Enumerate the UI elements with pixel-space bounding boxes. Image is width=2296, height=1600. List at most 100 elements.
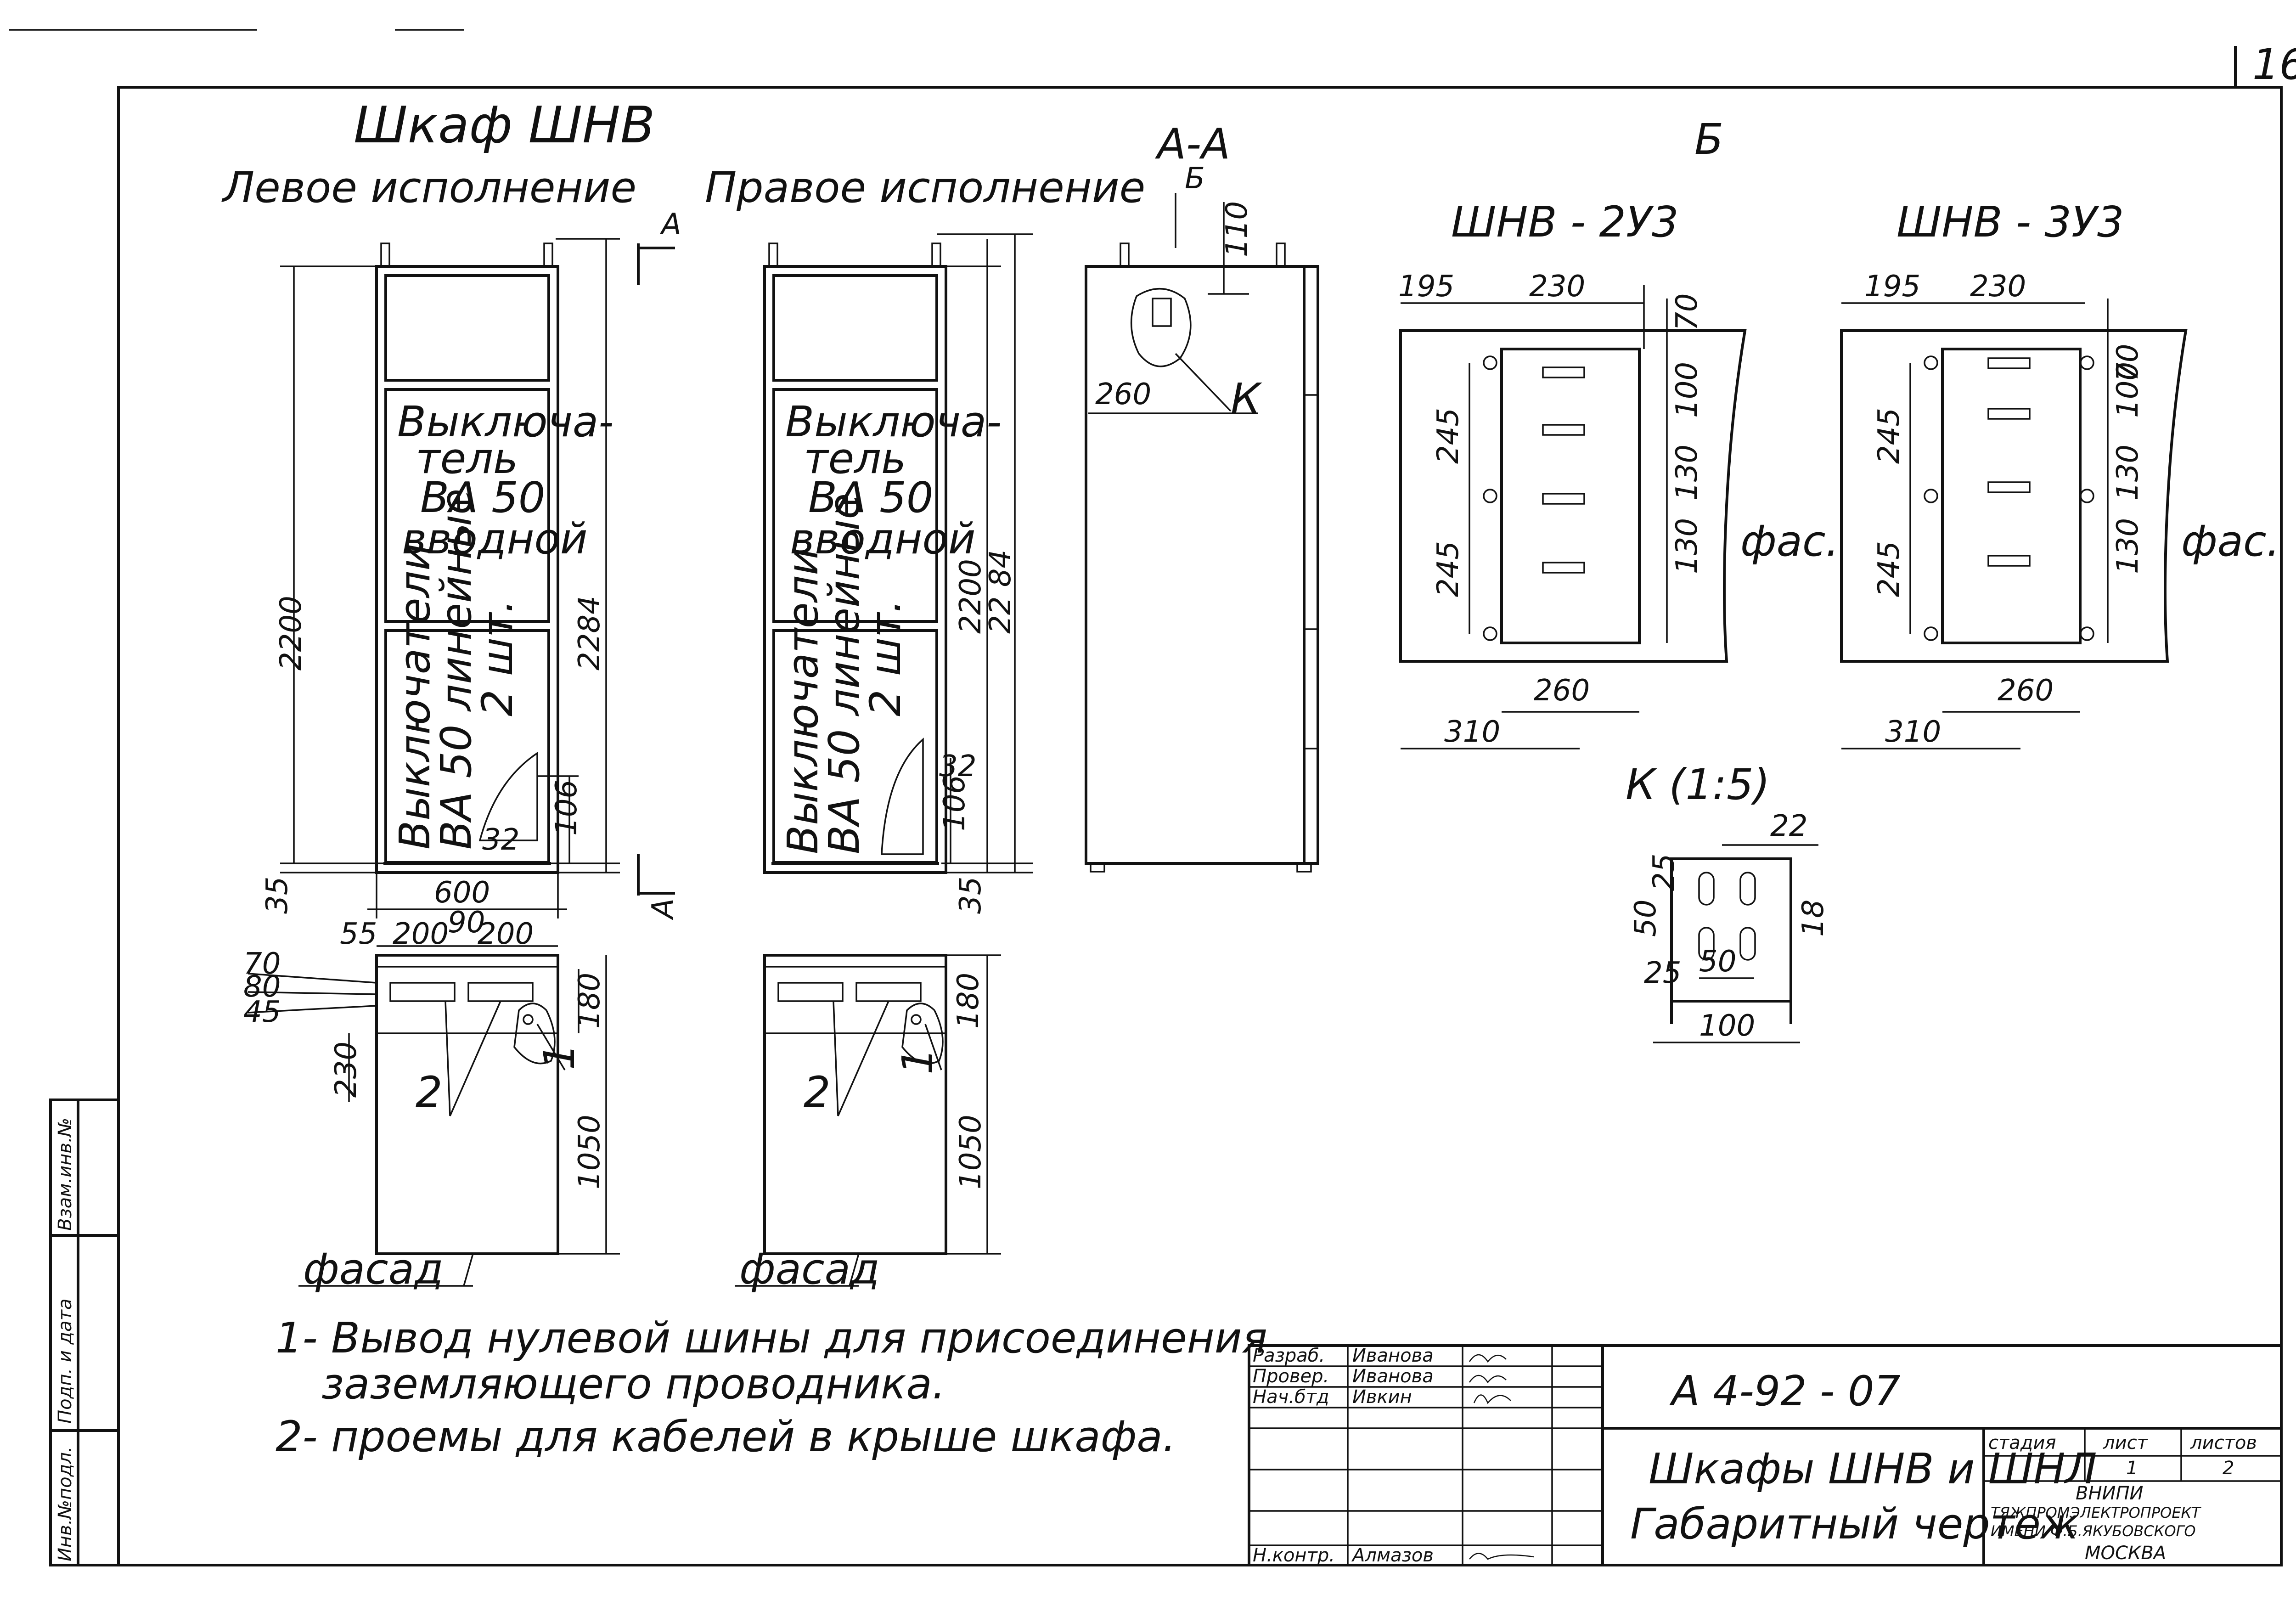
cut-marker-a-top: А bbox=[659, 208, 681, 242]
doc-name-2: Габаритный чертеж bbox=[1630, 1499, 2079, 1549]
org-line-3: ИМЕНИ Ф.Б.ЯКУБОВСКОГО bbox=[1991, 1522, 2196, 1540]
dim-18: 18 bbox=[1796, 900, 1830, 937]
starters-text-2-right: ВА 50 линейные bbox=[820, 493, 869, 854]
callout-1-left: 1 bbox=[535, 1043, 584, 1070]
section-aa-view: К Б 110 260 bbox=[1085, 162, 1319, 873]
doc-name-1: Шкафы ШНВ и ШНЛ bbox=[1649, 1444, 2097, 1493]
left-version-title: Левое исполнение bbox=[221, 163, 636, 212]
dim-70-3: 70 bbox=[2111, 344, 2145, 381]
dim-2284-left: 2284 bbox=[573, 596, 607, 670]
dim-200-a: 200 bbox=[393, 917, 449, 951]
callout-1-right: 1 bbox=[893, 1048, 942, 1075]
callout-2-left: 2 bbox=[416, 1068, 443, 1117]
tb-sheets-value: 2 bbox=[2223, 1458, 2234, 1479]
callout-2-right: 2 bbox=[804, 1068, 831, 1117]
dim-35-left: 35 bbox=[260, 877, 294, 914]
dim-110: 110 bbox=[1220, 201, 1254, 257]
dim-70-plan: 70 bbox=[243, 947, 281, 981]
left-plan-view: 2 1 55 200 90 200 70 80 45 230 180 1050 … bbox=[243, 906, 620, 1294]
dim-32-left: 32 bbox=[482, 823, 519, 857]
dim-180-right: 180 bbox=[951, 973, 985, 1029]
dim-100-2: 100 bbox=[1670, 362, 1704, 418]
dim-245-3a: 245 bbox=[1872, 408, 1906, 464]
dim-310-3: 310 bbox=[1885, 715, 1941, 749]
dim-70-2: 70 bbox=[1670, 293, 1704, 331]
tb-role-0: Разраб. bbox=[1253, 1345, 1325, 1366]
org-line-1: ВНИПИ bbox=[2076, 1483, 2143, 1504]
signature-4 bbox=[1469, 1553, 1534, 1560]
dim-130-3b: 130 bbox=[2111, 518, 2145, 574]
view-shnv3: 195 230 70 100 130 130 245 245 260 310 ф… bbox=[1840, 270, 2280, 749]
left-front-dimensions: 2200 2284 600 35 32 106 bbox=[260, 238, 620, 918]
dim-230-2: 230 bbox=[1529, 270, 1585, 304]
tb-role-6: Н.контр. bbox=[1253, 1545, 1335, 1566]
tb-sheet-label: лист bbox=[2103, 1432, 2149, 1454]
dim-45-plan: 45 bbox=[243, 995, 281, 1029]
facade-label-2: фас. bbox=[1740, 517, 1839, 566]
tb-name-6: Алмазов bbox=[1351, 1545, 1434, 1566]
right-version-title: Правое исполнение bbox=[705, 163, 1145, 212]
switch-text-2: тель bbox=[416, 434, 518, 483]
cabinet-title: Шкаф ШНВ bbox=[354, 96, 655, 154]
dim-2200-right: 2200 bbox=[954, 559, 988, 634]
tb-name-2: Ивкин bbox=[1352, 1386, 1412, 1408]
strip-sign-label: Подп. и дата bbox=[55, 1299, 76, 1424]
dim-230-3: 230 bbox=[1970, 270, 2026, 304]
facade-label-3: фас. bbox=[2181, 517, 2280, 566]
switch-text-4: вводной bbox=[402, 514, 588, 563]
note-1: 1- Вывод нулевой шины для присоединения bbox=[276, 1313, 1267, 1363]
tb-role-1: Провер. bbox=[1253, 1366, 1329, 1387]
dim-25-k-top: 25 bbox=[1647, 854, 1681, 891]
org-line-2: ТЯЖПРОМЭЛЕКТРОПРОЕКТ bbox=[1991, 1504, 2201, 1521]
switch-text-2-right: тель bbox=[804, 434, 906, 483]
drawing-frame bbox=[117, 86, 2283, 1566]
starters-text-1-right: Выключатели bbox=[778, 548, 827, 854]
dim-245-2b: 245 bbox=[1431, 541, 1465, 597]
detail-k-title: К (1:5) bbox=[1626, 760, 1770, 809]
dim-245-3b: 245 bbox=[1872, 541, 1906, 597]
dim-2284-right: 22 84 bbox=[984, 550, 1018, 634]
starters-text-3-right: 2 шт. bbox=[861, 599, 910, 716]
dim-130-2a: 130 bbox=[1670, 445, 1704, 501]
dim-35-right: 35 bbox=[954, 877, 988, 914]
shnv2-title: ШНВ - 2У3 bbox=[1451, 197, 1679, 247]
dim-25-k-left: 25 bbox=[1644, 956, 1681, 990]
org-line-4: МОСКВА bbox=[2085, 1543, 2166, 1564]
switch-text-1: Выключа- bbox=[397, 397, 614, 446]
facade-label-left: фасад bbox=[303, 1245, 444, 1294]
tb-name-0: Иванова bbox=[1352, 1345, 1434, 1366]
dim-600: 600 bbox=[434, 876, 490, 910]
dim-1050-right: 1050 bbox=[954, 1115, 988, 1189]
dim-50-k: 50 bbox=[1629, 900, 1663, 937]
detail-k-callout: К bbox=[1231, 374, 1262, 423]
signature-2 bbox=[1469, 1375, 1507, 1384]
strip-replace-label: Взам.инв.№ bbox=[55, 1118, 76, 1231]
dim-90: 90 bbox=[448, 906, 485, 940]
archive-strip: Инв.№подл. Подп. и дата Взам.инв.№ bbox=[49, 1099, 120, 1566]
note-2: 2- проемы для кабелей в крыше шкафа. bbox=[276, 1412, 1176, 1461]
tb-role-2: Нач.бтд bbox=[1253, 1386, 1329, 1408]
starters-text-3: 2 шт. bbox=[473, 599, 522, 716]
cut-marker-a-bottom: А bbox=[646, 898, 680, 920]
switch-text-3-right: ВА 50 bbox=[808, 473, 933, 522]
right-front-dimensions: 2200 22 84 32 106 35 bbox=[937, 233, 1033, 914]
signature-1 bbox=[1469, 1354, 1507, 1363]
section-cut-markers: А А bbox=[637, 208, 681, 920]
dim-50-k-bottom: 50 bbox=[1699, 945, 1736, 979]
dim-55: 55 bbox=[340, 917, 377, 951]
dim-32-right: 32 bbox=[939, 749, 976, 783]
shnv3-title: ШНВ - 3У3 bbox=[1896, 197, 2124, 247]
sheet-number: 16 bbox=[2252, 40, 2296, 89]
title-block: Разраб. Иванова Провер. Иванова Нач.бтд … bbox=[1248, 1344, 2283, 1566]
dim-195-3: 195 bbox=[1864, 270, 1920, 304]
switch-text-3: ВА 50 bbox=[420, 473, 545, 522]
section-aa-title: А-А bbox=[1155, 119, 1230, 169]
dim-180-left: 180 bbox=[573, 973, 607, 1029]
starters-text-2: ВА 50 линейные bbox=[432, 489, 481, 850]
right-cabinet-front: Выключа- тель ВА 50 вводной Выключатели … bbox=[763, 242, 1002, 874]
tb-sheets-label: листов bbox=[2190, 1432, 2257, 1454]
dim-310-2: 310 bbox=[1444, 715, 1500, 749]
doc-code: А 4-92 - 07 bbox=[1669, 1367, 1901, 1415]
signature-3 bbox=[1473, 1394, 1511, 1404]
